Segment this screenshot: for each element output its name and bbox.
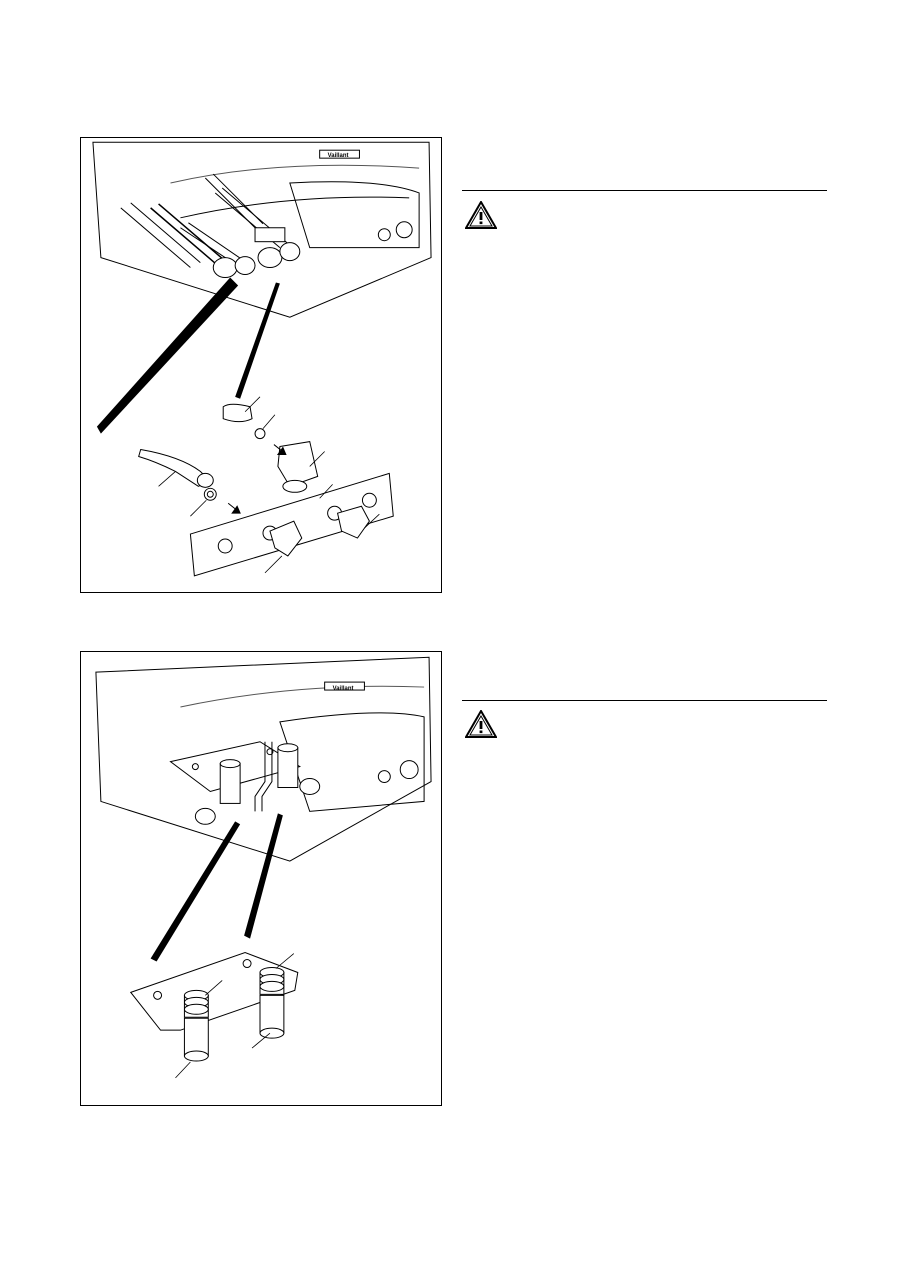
brand-logo: Vaillant [328, 153, 349, 159]
figure-connection-plate: Vaillant [80, 651, 442, 1106]
figure-connection-fittings: Vaillant [80, 137, 442, 593]
section-divider [462, 190, 827, 191]
fittings-illustration: Vaillant [92, 141, 432, 577]
warning-triangle-icon [465, 710, 497, 738]
warning-triangle-icon [465, 201, 497, 229]
connection-plate-illustration: Vaillant [95, 656, 432, 1079]
section-divider [462, 700, 827, 701]
brand-logo: Vaillant [333, 686, 354, 692]
